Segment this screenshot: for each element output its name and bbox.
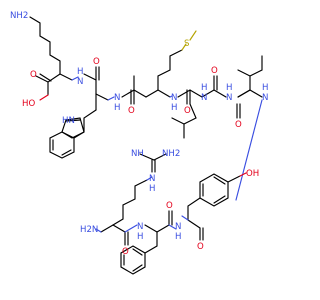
atom-label-val1-n: N — [201, 93, 207, 103]
atom-labels: NH2 HO O H N O N H HN O N H S O H N O H … — [10, 11, 268, 257]
atom-label-o-val1: O — [211, 66, 218, 76]
atom-label-met-h: H — [171, 103, 177, 113]
atom-label-met-n: N — [171, 93, 177, 103]
atom-label-o-arg: O — [122, 247, 129, 257]
atom-label-lys-h: H — [77, 67, 83, 77]
atom-label-o-tyr: O — [197, 242, 204, 252]
atom-label-tyr-oh: OH — [246, 169, 259, 179]
atom-label-guan-h: H — [149, 184, 155, 194]
atom-label-val2-n: N — [226, 93, 232, 103]
atom-label-acid-o: O — [30, 70, 37, 80]
atom-label-o-lys-trp: O — [93, 57, 100, 67]
atom-label-tyr-link-h: H — [262, 83, 268, 93]
atom-label-guan-nh: NH — [131, 149, 144, 159]
atom-label-trp-n: N — [114, 93, 120, 103]
atom-label-o-val2: O — [235, 120, 242, 130]
atom-label-guan-nh2: NH2 — [162, 149, 180, 159]
atom-label-val1-h: H — [201, 83, 207, 93]
atom-label-val2-h: H — [226, 83, 232, 93]
atom-label-indole-hn: HN — [62, 116, 75, 126]
atom-label-trp-h: H — [114, 103, 120, 113]
atom-label-guan-n: N — [149, 174, 155, 184]
atom-label-phe-tyr-h: H — [175, 232, 181, 242]
atom-label-acid-oh: HO — [22, 99, 35, 109]
atom-label-phe-n: N — [137, 222, 143, 232]
atom-label-phe-h: H — [137, 232, 143, 242]
atom-label-lys-n: N — [77, 77, 83, 87]
atom-label-nh2-top: NH2 — [10, 11, 28, 21]
atom-label-phe-tyr-n: N — [175, 222, 181, 232]
atom-label-o-phe: O — [166, 201, 173, 211]
atom-label-tyr-link-n: N — [262, 93, 268, 103]
molecule-structure: NH2 HO O H N O N H HN O N H S O H N O H … — [10, 11, 268, 275]
atom-label-met-s: S — [184, 39, 189, 49]
bond-skeleton — [29, 16, 263, 275]
atom-label-o-met-val: O — [184, 106, 191, 116]
atom-label-nh2-bottom: H2N — [80, 225, 98, 235]
atom-label-o-trp-met: O — [128, 106, 135, 116]
